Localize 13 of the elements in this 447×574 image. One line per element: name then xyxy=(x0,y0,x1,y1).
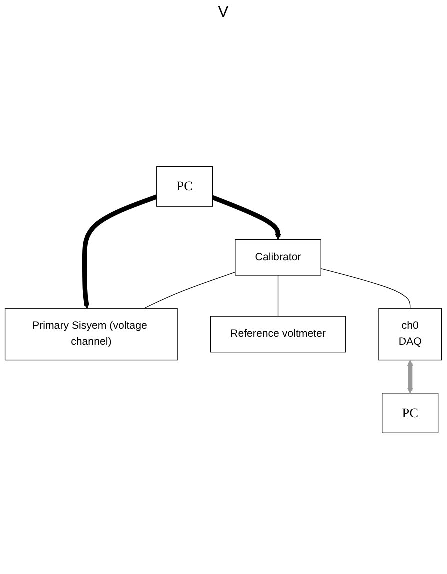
arrow xyxy=(82,194,158,309)
connector xyxy=(144,272,236,309)
connector xyxy=(320,268,411,309)
node-box: Primary Sisyem (voltage channel) xyxy=(4,308,178,361)
arrow xyxy=(212,195,282,240)
arrow xyxy=(407,360,414,394)
node-box: Calibrator xyxy=(235,239,322,276)
voltage-label: V xyxy=(218,4,229,21)
connector xyxy=(278,275,279,317)
node-box: ch0 DAQ xyxy=(378,308,442,361)
node-box: PC xyxy=(156,166,214,207)
node-box: PC xyxy=(382,393,439,434)
node-box: Reference voltmeter xyxy=(210,316,346,353)
